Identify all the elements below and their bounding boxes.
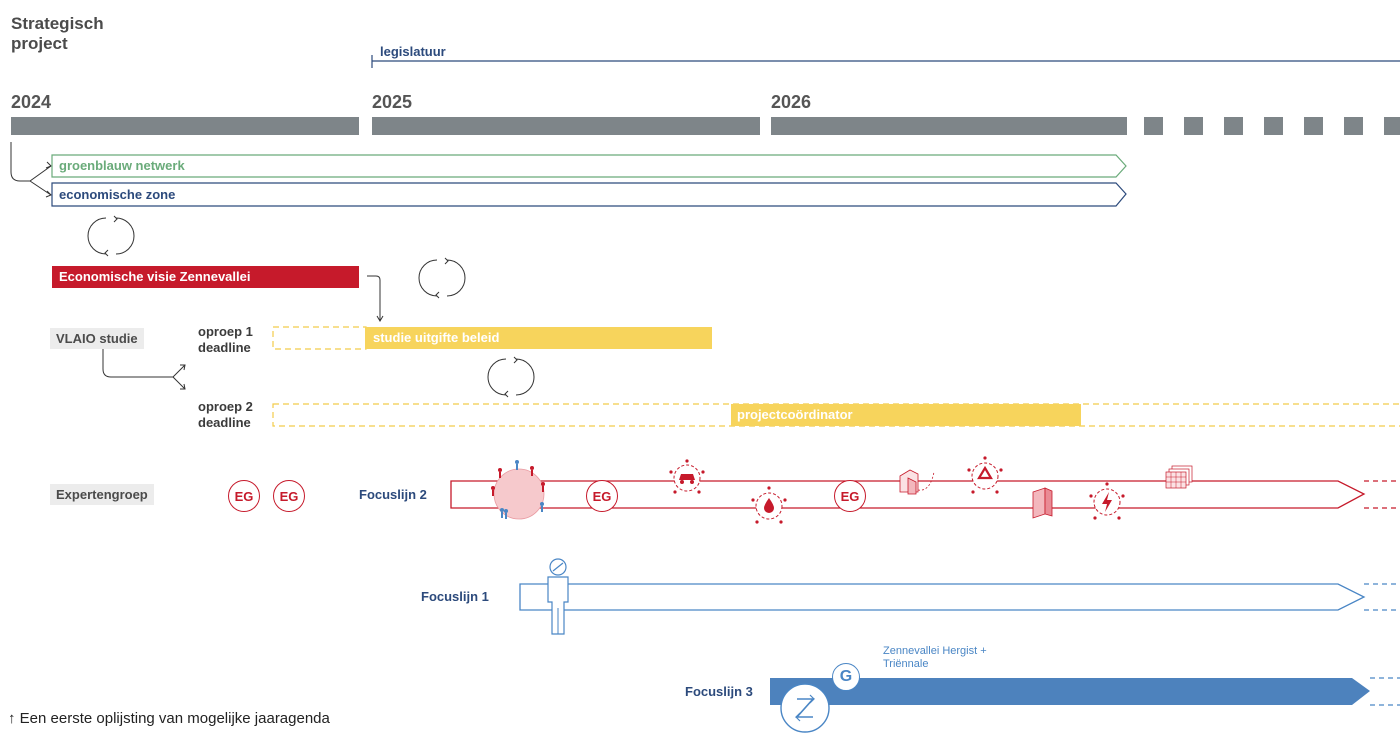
green-track-label: groenblauw netwerk: [59, 158, 185, 173]
car-icon: [669, 459, 705, 494]
title-line-2: project: [11, 34, 68, 53]
call-2-deadline: oproep 2 deadline: [198, 399, 253, 431]
event-note: Zennevallei Hergist + Triënnale: [883, 645, 987, 671]
page-title: Strategisch project: [11, 14, 104, 54]
expert-group-meeting-badge: EG: [586, 480, 618, 512]
year-bar-continuation: [1184, 117, 1203, 135]
project-coordinator-label: projectcoördinator: [737, 407, 853, 422]
call-1-deadline: oproep 1 deadline: [198, 324, 253, 356]
green-track-outline: [51, 154, 1127, 178]
person-icon: [547, 558, 569, 635]
study-policy-label: studie uitgifte beleid: [373, 330, 500, 345]
grid-stack-icon: [1165, 465, 1193, 489]
year-bar-continuation: [1144, 117, 1163, 135]
year-bar-continuation: [1224, 117, 1243, 135]
focus-line-1-track: [519, 583, 1400, 611]
call-1-line-1: oproep 1: [198, 324, 253, 339]
year-bar-2024: [11, 117, 359, 135]
project-coordinator-bar: projectcoördinator: [731, 404, 1081, 426]
year-bar-continuation: [1344, 117, 1363, 135]
branch-connector: [10, 142, 1127, 207]
g-badge-icon: G: [832, 663, 860, 691]
expert-group-meeting-badge: EG: [834, 480, 866, 512]
zennevallei-logo-icon: [780, 683, 830, 733]
buildings-icon: [899, 469, 935, 495]
cycle-arrows-icon: [87, 215, 135, 257]
legislature-label: legislatuur: [380, 44, 446, 59]
event-note-line-1: Zennevallei Hergist +: [883, 645, 987, 657]
economic-vision-label: Economische visie Zennevallei: [59, 269, 251, 284]
title-line-1: Strategisch: [11, 14, 104, 33]
economic-vision-bar: Economische visie Zennevallei: [52, 266, 359, 288]
year-2025: 2025: [372, 92, 413, 112]
recycle-icon: [967, 456, 1003, 494]
cycle-arrows-icon: [487, 356, 535, 398]
blue-track-label: economische zone: [59, 187, 176, 202]
year-bar-2025: [372, 117, 760, 135]
blue-track-outline: [51, 182, 1127, 207]
cycle-arrows-icon: [418, 257, 466, 299]
water-drop-icon: [751, 486, 787, 524]
vlaio-study-tag: VLAIO studie: [50, 328, 144, 349]
book-icon: [1032, 487, 1053, 519]
focus-line-2-label: Focuslijn 2: [359, 487, 427, 502]
expert-group-meeting-badge: EG: [273, 480, 305, 512]
crowd-icon: [491, 460, 545, 520]
call-1-line-2: deadline: [198, 340, 251, 355]
call-2-line-2: deadline: [198, 415, 251, 430]
expert-group-meeting-badge: EG: [228, 480, 260, 512]
year-bar-continuation: [1264, 117, 1283, 135]
study-policy-bar: studie uitgifte beleid: [365, 327, 712, 349]
year-2026: 2026: [771, 92, 812, 112]
focus-line-1-label: Focuslijn 1: [421, 589, 489, 604]
year-2024: 2024: [11, 92, 52, 112]
year-bar-continuation: [1304, 117, 1323, 135]
legislature-line: [371, 55, 1400, 68]
focus-line-3-label: Focuslijn 3: [685, 684, 753, 699]
year-bar-continuation: [1384, 117, 1400, 135]
call-2-line-1: oproep 2: [198, 399, 253, 414]
event-note-line-2: Triënnale: [883, 658, 929, 670]
down-arrow-connector: [367, 275, 384, 322]
year-bar-2026: [771, 117, 1127, 135]
vlaio-branch-connector: [102, 349, 186, 390]
expert-group-tag: Expertengroep: [50, 484, 154, 505]
energy-icon: [1089, 482, 1125, 520]
g-badge-label: G: [839, 668, 853, 685]
caption: ↑ Een eerste oplijsting van mogelijke ja…: [8, 710, 330, 727]
